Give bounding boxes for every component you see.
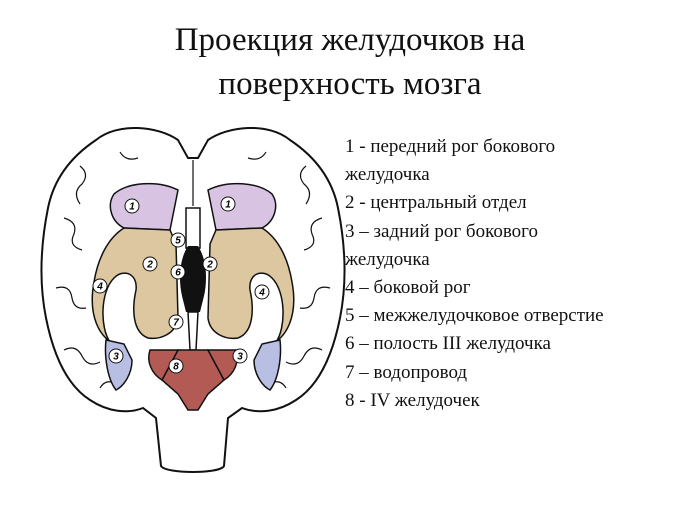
brain-ventricles-diagram: 1 1 2 2 3 3 4 4 5 6 7 8 <box>40 127 346 473</box>
marker-2-right: 2 <box>202 256 218 272</box>
anterior-horn-right <box>207 182 277 231</box>
marker-3-right: 3 <box>232 348 248 364</box>
interventricular-foramen <box>185 207 201 249</box>
svg-text:4: 4 <box>258 288 265 299</box>
svg-text:4: 4 <box>96 282 103 293</box>
marker-8: 8 <box>168 358 184 374</box>
legend-item-4: 4 – боковой рог <box>345 277 471 299</box>
svg-text:8: 8 <box>173 362 179 373</box>
marker-4-right: 4 <box>254 284 270 300</box>
marker-6: 6 <box>170 264 186 280</box>
diagram-title: Проекция желудочков на поверхность мозга <box>0 18 700 106</box>
marker-1-right: 1 <box>220 196 236 212</box>
svg-text:6: 6 <box>175 268 181 279</box>
svg-text:7: 7 <box>173 318 179 329</box>
marker-7: 7 <box>168 314 184 330</box>
marker-3-left: 3 <box>108 348 124 364</box>
legend-item-8: 8 - IV желудочек <box>345 389 480 411</box>
title-line-2: поверхность мозга <box>218 66 482 102</box>
svg-text:1: 1 <box>225 200 231 211</box>
legend-item-5: 5 – межжелудочковое отверстие <box>345 305 604 327</box>
svg-text:3: 3 <box>237 352 243 363</box>
legend-item-7: 7 – водопровод <box>345 361 468 383</box>
legend-item-6: 6 – полость III желудочка <box>345 333 551 355</box>
cerebral-aqueduct <box>187 311 199 351</box>
marker-5: 5 <box>170 232 186 248</box>
posterior-horn-right <box>253 339 282 391</box>
svg-text:3: 3 <box>113 352 119 363</box>
svg-text:1: 1 <box>129 202 135 213</box>
marker-1-left: 1 <box>124 198 140 214</box>
svg-text:2: 2 <box>146 260 153 271</box>
legend-item-2: 2 - центральный отдел <box>345 192 527 214</box>
fourth-ventricle-lobe-left <box>148 349 180 382</box>
central-part-right <box>207 227 295 347</box>
title-line-1: Проекция желудочков на <box>174 22 526 58</box>
marker-4-left: 4 <box>92 278 108 294</box>
anterior-horn-left <box>109 182 179 231</box>
third-ventricle <box>180 246 206 312</box>
svg-text:5: 5 <box>175 236 181 247</box>
marker-2-left: 2 <box>142 256 158 272</box>
svg-text:2: 2 <box>206 260 213 271</box>
